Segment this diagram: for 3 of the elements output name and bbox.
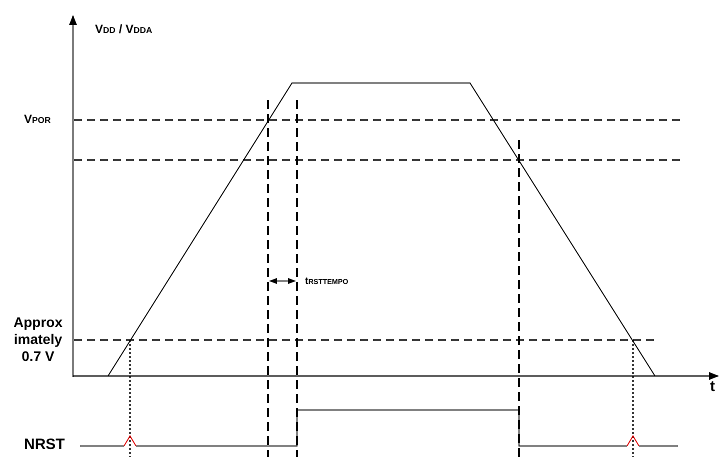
signal-label: NRST [24,436,65,454]
threshold-label: Approx imately 0.7 V [12,314,64,364]
axis-label: t [710,378,715,396]
